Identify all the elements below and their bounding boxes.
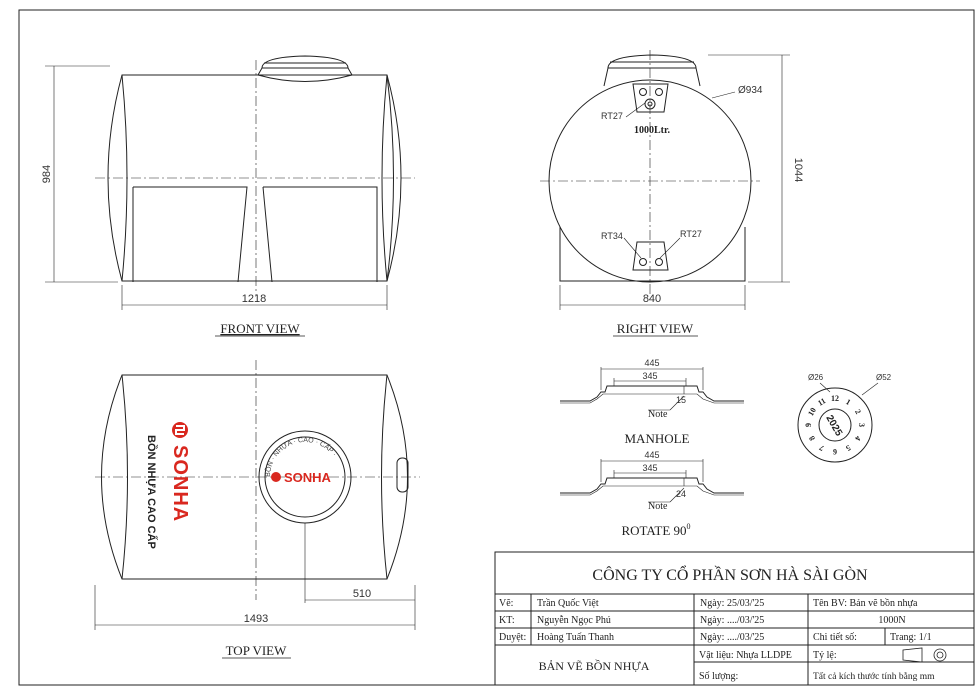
quantity-label: Số lượng: — [699, 671, 738, 682]
manhole-dim-inner: 345 — [642, 371, 657, 381]
row-check-date: Ngày: ..../03/'25 — [700, 615, 764, 626]
stamp-number: 5 — [844, 443, 852, 453]
right-capacity-label: 1000Ltr. — [634, 125, 671, 136]
sonha-logo — [172, 422, 188, 438]
stamp-number: 7 — [818, 443, 826, 453]
right-port-bottom-right-label: RT27 — [680, 229, 702, 239]
stamp-number: 3 — [857, 423, 866, 427]
company-name: CÔNG TY CỔ PHẦN SƠN HÀ SÀI GÒN — [592, 564, 868, 584]
right-view — [540, 50, 790, 310]
row-draw-date: Ngày: 25/03/'25 — [700, 598, 764, 609]
stamp-dim-inner: Ø26 — [808, 373, 824, 382]
rotate-title-sup: 0 — [687, 522, 691, 531]
rotate-dim-depth: 24 — [676, 489, 686, 499]
projection-symbol-icon — [902, 647, 947, 663]
top-dim-width: 1493 — [244, 613, 268, 625]
page-number: Trang: 1/1 — [890, 632, 932, 643]
detail-number: Chi tiết số: — [813, 632, 857, 643]
lid-logo — [271, 472, 281, 482]
stamp-dim-outer: Ø52 — [876, 373, 892, 382]
front-dim-height: 984 — [41, 165, 53, 183]
rotate-section — [560, 459, 744, 503]
row-check-name: Nguyễn Ngọc Phú — [537, 615, 611, 626]
top-slogan-text: BỒN NHỰA CAO CẤP — [145, 435, 158, 549]
stamp-number: 2 — [853, 408, 863, 416]
row-check-label: KT: — [499, 615, 515, 626]
scale-label: Tỷ lệ: — [813, 650, 837, 661]
stamp-number: 10 — [806, 406, 818, 417]
row-approve-label: Duyệt: — [499, 632, 526, 643]
row-draw-label: Vẽ: — [499, 598, 513, 609]
top-dim-offset: 510 — [353, 588, 371, 600]
row-approve-date: Ngày: ..../03/'25 — [700, 632, 764, 643]
lid-brand-text: SONHA — [284, 470, 332, 485]
date-stamp — [797, 382, 879, 463]
stamp-number: 4 — [853, 434, 863, 442]
right-dim-height: 1044 — [792, 158, 804, 182]
top-brand-text: SONHA — [169, 445, 191, 522]
front-view-title: FRONT VIEW — [220, 321, 300, 336]
top-view — [94, 360, 420, 630]
right-port-bottom-left-label: RT34 — [601, 231, 623, 241]
stamp-number: 12 — [831, 394, 839, 403]
manhole-section — [560, 367, 744, 411]
manhole-note: Note — [648, 409, 668, 420]
rotate-title-text: ROTATE 90 — [621, 523, 686, 538]
front-dim-width: 1218 — [242, 293, 266, 305]
stamp-number: 9 — [804, 423, 813, 427]
stamp-number: 6 — [833, 447, 837, 456]
right-dim-diameter: Ø934 — [738, 85, 763, 96]
drawing-code: 1000N — [878, 615, 905, 626]
right-port-top-label: RT27 — [601, 111, 623, 121]
right-view-title: RIGHT VIEW — [617, 321, 694, 336]
unit-note: Tất cả kích thước tính bằng mm — [813, 671, 935, 682]
rotate-dim-inner: 345 — [642, 463, 657, 473]
manhole-dim-depth: 15 — [676, 395, 686, 405]
stamp-number: 1 — [844, 397, 852, 407]
manhole-title: MANHOLE — [625, 431, 690, 446]
drawing-name: BẢN VẼ BỒN NHỰA — [539, 658, 650, 673]
top-view-title: TOP VIEW — [226, 643, 288, 658]
right-dim-width: 840 — [643, 293, 661, 305]
rotate-note: Note — [648, 501, 668, 512]
row-draw-name: Trần Quốc Việt — [537, 598, 599, 609]
row-approve-name: Hoàng Tuấn Thanh — [537, 632, 614, 643]
stamp-year: 2025 — [823, 413, 844, 438]
drawing-title-label: Tên BV: Bản vẽ bồn nhựa — [813, 598, 918, 609]
manhole-dim-outer: 445 — [644, 358, 659, 368]
rotate-title: ROTATE 900 — [621, 522, 690, 538]
rotate-dim-outer: 445 — [644, 450, 659, 460]
title-block — [494, 551, 975, 686]
front-view — [45, 55, 415, 310]
material-label: Vật liệu: Nhựa LLDPE — [699, 650, 792, 661]
stamp-number: 8 — [807, 434, 817, 442]
stamp-number: 11 — [816, 396, 827, 408]
